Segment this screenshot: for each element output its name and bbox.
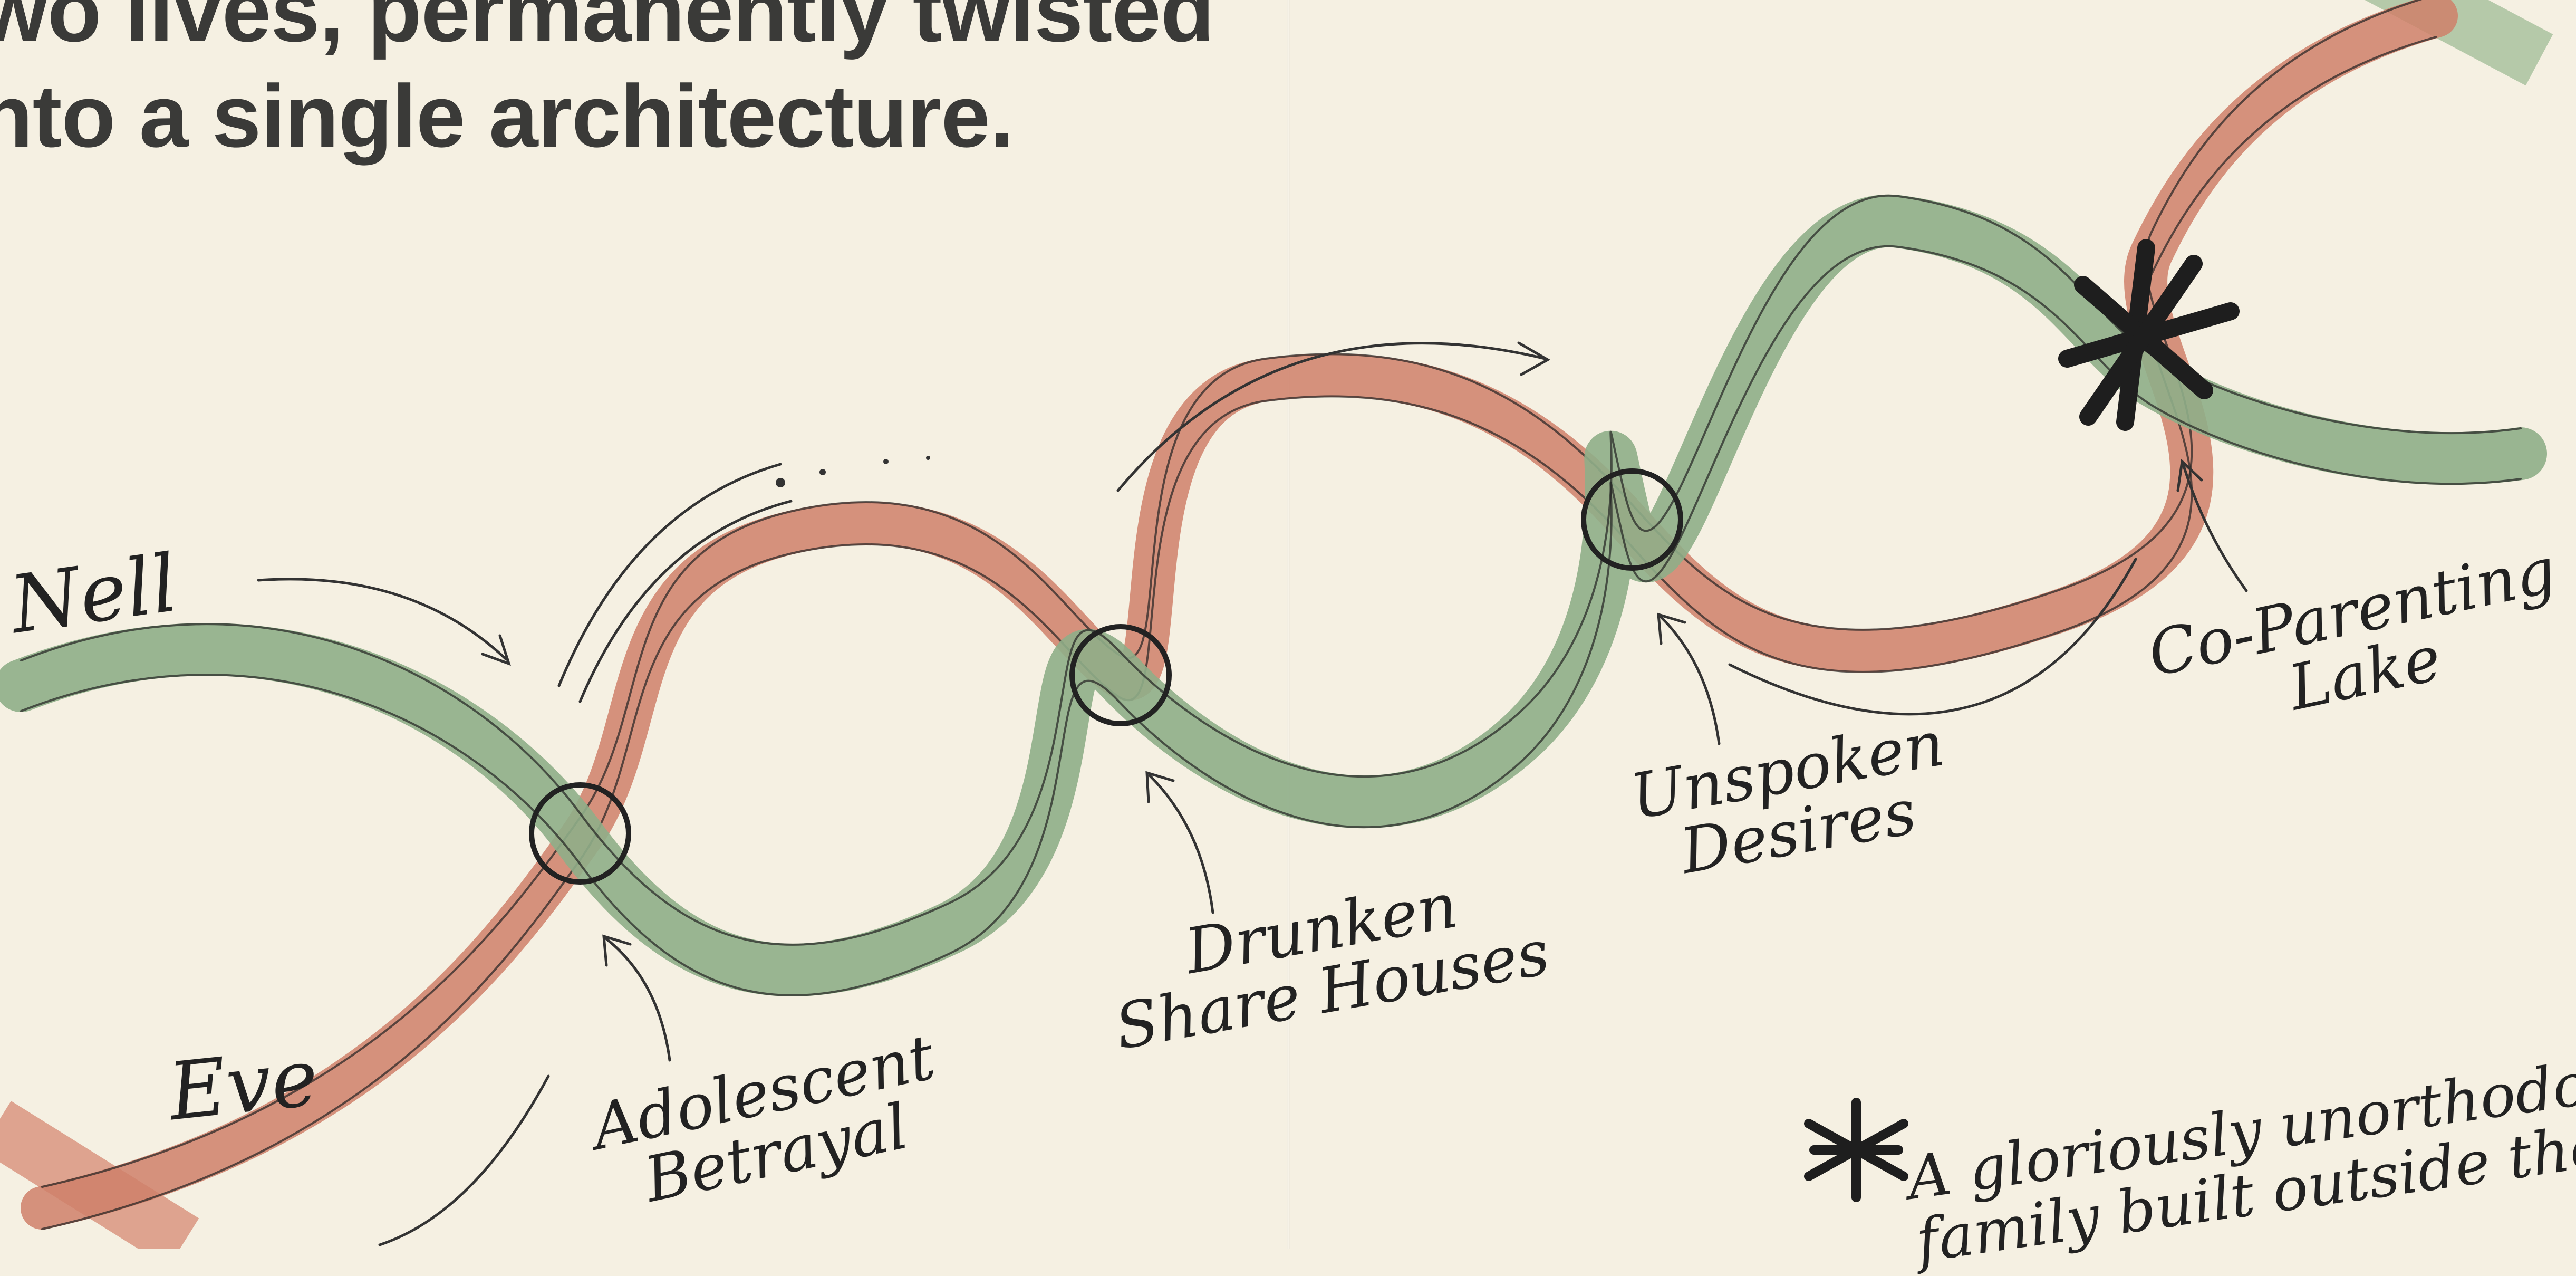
arrow-unspoken-desires bbox=[1661, 617, 1719, 744]
motion-arc-eve bbox=[380, 1076, 548, 1245]
dotted-trail bbox=[776, 456, 930, 487]
eve-strand bbox=[42, 0, 2436, 1229]
label-eve: Eve bbox=[165, 1032, 323, 1139]
motion-arrowhead-top bbox=[1519, 343, 1548, 375]
note-asterisk-icon bbox=[1809, 1102, 1904, 1197]
arrow-adolescent-betrayal bbox=[606, 939, 670, 1060]
arrow-drunken-share-houses bbox=[1150, 775, 1213, 913]
